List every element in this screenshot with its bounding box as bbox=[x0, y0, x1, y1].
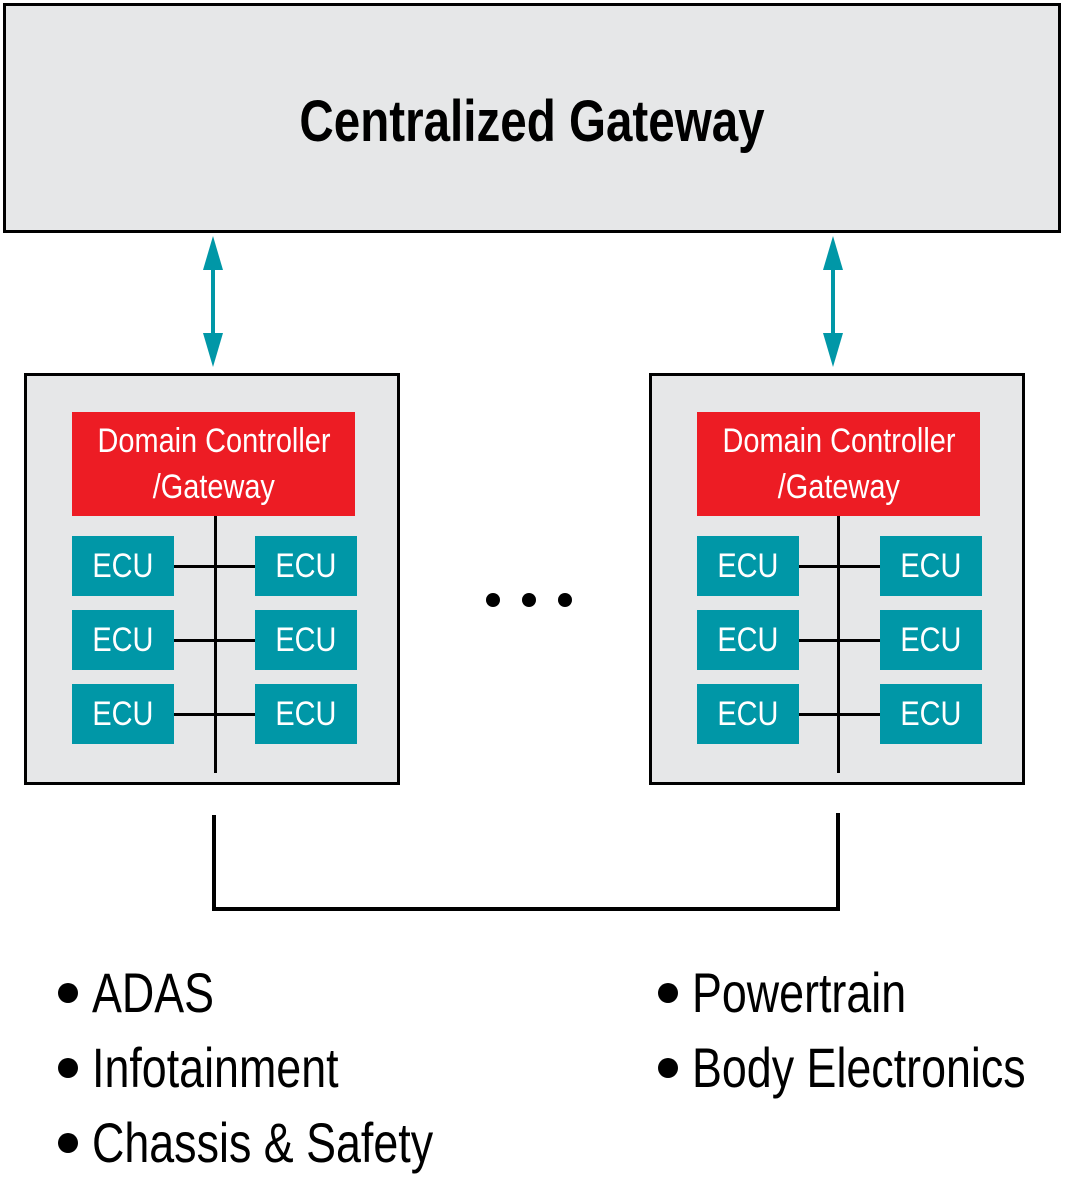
bus-branch bbox=[799, 713, 883, 716]
ecu-label: ECU bbox=[900, 695, 962, 733]
ecu-label: ECU bbox=[717, 621, 779, 659]
ecu-block: ECU bbox=[697, 536, 799, 596]
ecu-label: ECU bbox=[92, 695, 154, 733]
ellipsis-dot-icon bbox=[558, 593, 572, 607]
controller-label-line1: Domain Controller bbox=[97, 422, 330, 460]
ecu-label: ECU bbox=[717, 695, 779, 733]
ecu-label: ECU bbox=[717, 547, 779, 585]
controller-label-line1: Domain Controller bbox=[722, 422, 955, 460]
ecu-label: ECU bbox=[900, 547, 962, 585]
ecu-block: ECU bbox=[72, 536, 174, 596]
centralized-gateway-title: Centralized Gateway bbox=[299, 89, 765, 154]
domain-type-label: ADAS bbox=[92, 961, 214, 1024]
domain-type-item: Infotainment bbox=[58, 1035, 400, 1100]
controller-label-line2: /Gateway bbox=[152, 468, 275, 506]
bullet-icon bbox=[58, 1058, 78, 1079]
bullet-icon bbox=[658, 1058, 678, 1079]
ecu-block: ECU bbox=[697, 684, 799, 744]
bullet-icon bbox=[658, 983, 678, 1004]
domain-type-label: Infotainment bbox=[92, 1036, 339, 1099]
ecu-block: ECU bbox=[72, 684, 174, 744]
ecu-label: ECU bbox=[92, 547, 154, 585]
ellipsis-dot-icon bbox=[486, 593, 500, 607]
bullet-icon bbox=[58, 1133, 78, 1154]
bullet-icon bbox=[58, 983, 78, 1004]
domain-controller-gateway: Domain Controller /Gateway bbox=[72, 412, 355, 516]
bus-line bbox=[837, 516, 840, 773]
ecu-block: ECU bbox=[697, 610, 799, 670]
centralized-gateway-box: Centralized Gateway bbox=[3, 3, 1061, 233]
bus-line bbox=[214, 516, 217, 773]
ecu-block: ECU bbox=[255, 610, 357, 670]
domain-type-label: Chassis & Safety bbox=[92, 1111, 434, 1174]
bus-branch bbox=[174, 639, 258, 642]
ecu-label: ECU bbox=[275, 547, 337, 585]
domain-type-label: Body Electronics bbox=[692, 1036, 1026, 1099]
bus-branch bbox=[799, 639, 883, 642]
domain-type-item: Chassis & Safety bbox=[58, 1110, 518, 1175]
ecu-label: ECU bbox=[275, 621, 337, 659]
controller-label-line2: /Gateway bbox=[777, 468, 900, 506]
bidirectional-arrow-left bbox=[203, 236, 223, 367]
ecu-block: ECU bbox=[880, 536, 982, 596]
ecu-block: ECU bbox=[255, 684, 357, 744]
domain-type-item: Body Electronics bbox=[658, 1035, 1083, 1100]
bus-branch bbox=[799, 565, 883, 568]
ecu-block: ECU bbox=[255, 536, 357, 596]
ecu-block: ECU bbox=[880, 610, 982, 670]
bus-branch bbox=[174, 713, 258, 716]
ellipsis-dot-icon bbox=[522, 593, 536, 607]
ecu-label: ECU bbox=[900, 621, 962, 659]
domain-type-item: ADAS bbox=[58, 960, 245, 1025]
domain-type-label: Powertrain bbox=[692, 961, 907, 1024]
domain-box-left: Domain Controller /Gateway ECU ECU ECU E… bbox=[24, 373, 400, 785]
ecu-label: ECU bbox=[275, 695, 337, 733]
domain-controller-gateway: Domain Controller /Gateway bbox=[697, 412, 980, 516]
ecu-label: ECU bbox=[92, 621, 154, 659]
domain-type-item: Powertrain bbox=[658, 960, 960, 1025]
domain-link-bracket bbox=[212, 813, 840, 911]
bus-branch bbox=[174, 565, 258, 568]
ecu-block: ECU bbox=[880, 684, 982, 744]
bidirectional-arrow-right bbox=[823, 236, 843, 367]
ecu-block: ECU bbox=[72, 610, 174, 670]
domain-box-right: Domain Controller /Gateway ECU ECU ECU E… bbox=[649, 373, 1025, 785]
